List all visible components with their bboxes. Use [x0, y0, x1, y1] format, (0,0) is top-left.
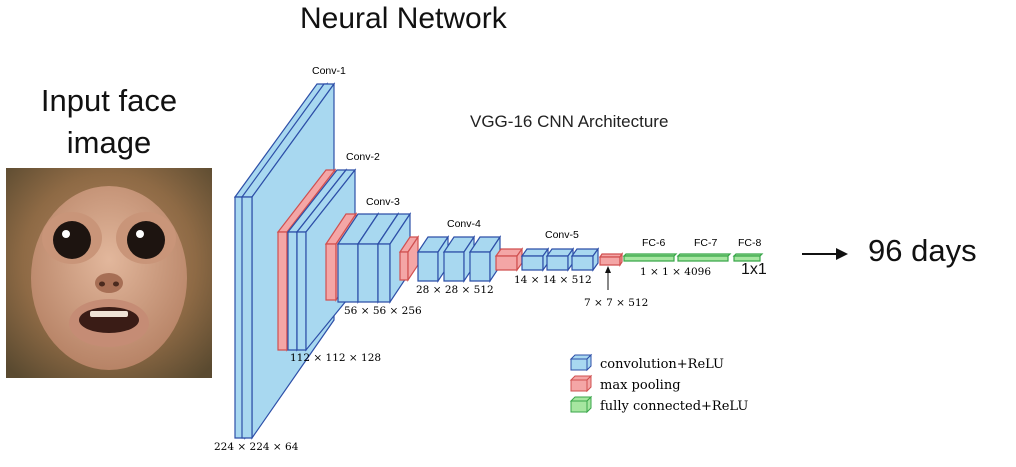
dim-7: 7 × 7 × 512 [584, 297, 648, 309]
dim-28: 28 × 28 × 512 [416, 284, 494, 296]
pool3-block [398, 235, 420, 282]
dim-fc: 1 × 1 × 4096 [640, 266, 711, 278]
layer-label-fc8: FC-8 [738, 237, 761, 249]
legend-label-pool: max pooling [600, 378, 681, 393]
output-arrow-icon [802, 248, 848, 260]
layer-label-fc6: FC-6 [642, 237, 665, 249]
layer-label-conv5: Conv-5 [545, 229, 579, 241]
figure-title: Neural Network [300, 2, 507, 35]
fc8-size-label: 1x1 [741, 261, 767, 278]
dim-14: 14 × 14 × 512 [514, 274, 592, 286]
legend-swatch-pool [569, 374, 593, 393]
layer-label-fc7: FC-7 [694, 237, 717, 249]
dim-112: 112 × 112 × 128 [290, 352, 381, 364]
pool5-pointer-arrow [605, 266, 611, 290]
dim-224: 224 × 224 × 64 [214, 441, 299, 453]
pool4-block [494, 247, 524, 272]
conv4-block [416, 235, 502, 283]
conv3-block [336, 212, 412, 304]
diagram-title: VGG-16 CNN Architecture [470, 112, 669, 131]
layer-label-conv1: Conv-1 [312, 65, 346, 77]
output-label: 96 days [868, 233, 977, 268]
legend-label-conv: convolution+ReLU [600, 357, 724, 372]
dim-56: 56 × 56 × 256 [344, 305, 422, 317]
layer-label-conv3: Conv-3 [366, 196, 400, 208]
input-label: Input face image [40, 83, 178, 160]
conv5-block [520, 247, 600, 272]
fc-blocks [622, 253, 764, 262]
legend-label-fc: fully connected+ReLU [600, 399, 748, 414]
pool5-block [598, 252, 624, 267]
layer-label-conv2: Conv-2 [346, 151, 380, 163]
layer-label-conv4: Conv-4 [447, 218, 481, 230]
legend-swatch-fc [569, 395, 593, 414]
input-face-image [6, 168, 212, 378]
legend-swatch-conv [569, 353, 593, 372]
